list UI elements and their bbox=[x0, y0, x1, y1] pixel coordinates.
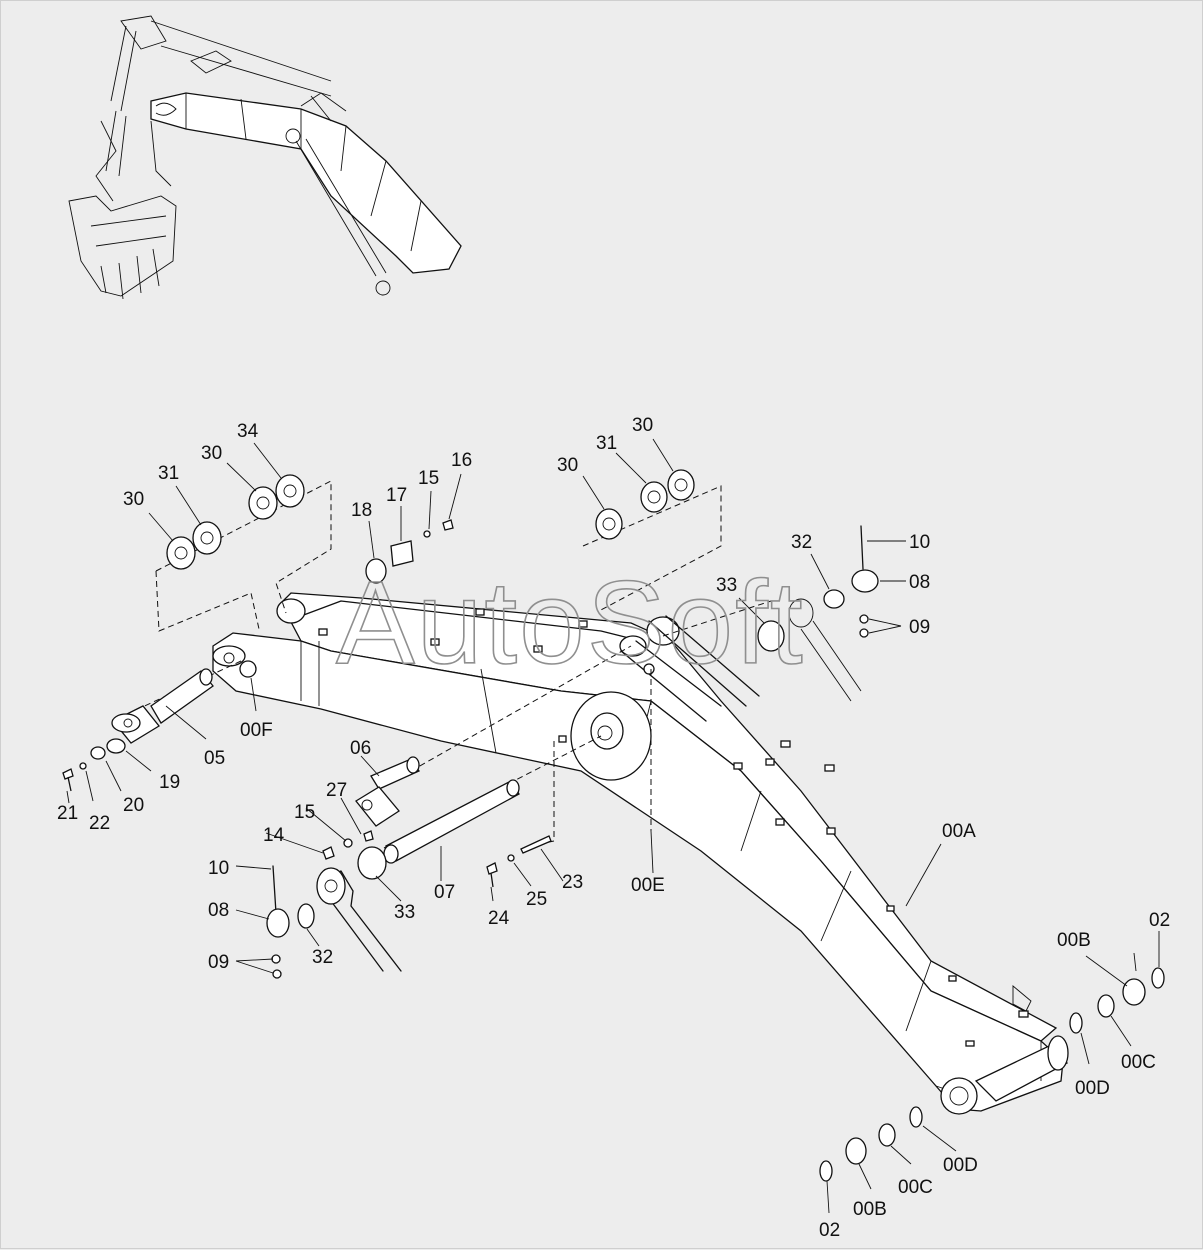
ring-32-right bbox=[823, 589, 845, 609]
bushing-00B-right bbox=[1122, 978, 1146, 1006]
pin-07 bbox=[383, 779, 520, 864]
label-09-right: 09 bbox=[909, 617, 930, 638]
nut-09-right-a bbox=[859, 614, 869, 624]
ring-32-left bbox=[297, 903, 315, 929]
label-02-right: 02 bbox=[1149, 910, 1170, 931]
label-00F: 00F bbox=[240, 720, 273, 741]
label-19: 19 bbox=[159, 772, 180, 793]
ring-02-bottom bbox=[819, 1160, 833, 1182]
shims-30-31-right bbox=[595, 469, 695, 540]
label-10-right: 10 bbox=[909, 532, 930, 553]
shim-33-top bbox=[757, 620, 785, 652]
bolt-21 bbox=[62, 768, 74, 792]
label-00B-bottom: 00B bbox=[853, 1199, 887, 1220]
label-15-mid: 15 bbox=[294, 802, 315, 823]
bolt-16 bbox=[442, 519, 454, 531]
label-15-top: 15 bbox=[418, 468, 439, 489]
label-05: 05 bbox=[204, 748, 225, 769]
label-17: 17 bbox=[386, 485, 407, 506]
bushing-00C-right bbox=[1097, 994, 1115, 1018]
ring-02-right bbox=[1151, 967, 1165, 989]
cylinder-head-ghost bbox=[788, 598, 862, 702]
label-20: 20 bbox=[123, 795, 144, 816]
nut-09-right-b bbox=[859, 628, 869, 638]
label-24: 24 bbox=[488, 908, 510, 929]
label-09-left: 09 bbox=[208, 952, 229, 973]
label-31-a: 31 bbox=[158, 463, 179, 484]
nut-09-left-a bbox=[271, 954, 281, 964]
label-22: 22 bbox=[89, 813, 110, 834]
label-00D-right: 00D bbox=[1075, 1078, 1110, 1099]
label-21: 21 bbox=[57, 803, 78, 824]
head-pin-05 bbox=[111, 668, 214, 744]
ring-18 bbox=[365, 558, 387, 584]
washer-15-top bbox=[423, 530, 431, 538]
bushing-00B-bottom bbox=[845, 1137, 867, 1165]
label-08-right: 08 bbox=[909, 572, 930, 593]
label-16: 16 bbox=[451, 450, 472, 471]
label-00C-bottom: 00C bbox=[898, 1177, 933, 1198]
plate-17 bbox=[390, 540, 414, 567]
label-00A: 00A bbox=[942, 821, 976, 842]
washer-25 bbox=[507, 854, 515, 862]
label-00E: 00E bbox=[631, 875, 665, 896]
label-31-b: 31 bbox=[596, 433, 617, 454]
label-06: 06 bbox=[350, 738, 371, 759]
label-30-c: 30 bbox=[557, 455, 578, 476]
label-30-a: 30 bbox=[123, 489, 144, 510]
bolt-24 bbox=[486, 862, 498, 888]
bolt-27 bbox=[363, 830, 374, 842]
plate-19 bbox=[106, 738, 126, 754]
label-32-left: 32 bbox=[312, 947, 333, 968]
pin-06 bbox=[355, 756, 420, 827]
label-10-left: 10 bbox=[208, 858, 229, 879]
boom-assembly-00A bbox=[212, 592, 1069, 1115]
washer-22 bbox=[79, 762, 87, 770]
label-07: 07 bbox=[434, 882, 455, 903]
label-27: 27 bbox=[326, 780, 347, 801]
label-14: 14 bbox=[263, 825, 285, 846]
label-32-right: 32 bbox=[791, 532, 812, 553]
bolt-10-left bbox=[272, 865, 277, 914]
boom-cylinder-rod-end bbox=[316, 867, 402, 972]
bushing-08-left bbox=[266, 908, 290, 938]
label-30-d: 30 bbox=[632, 415, 653, 436]
label-33-top: 33 bbox=[716, 575, 737, 596]
shim-33-mid bbox=[357, 846, 387, 880]
label-08-left: 08 bbox=[208, 900, 229, 921]
label-00B-right: 00B bbox=[1057, 930, 1091, 951]
shims-30-31-34-left bbox=[166, 474, 305, 570]
ring-00D-bottom bbox=[909, 1106, 923, 1128]
label-18: 18 bbox=[351, 500, 372, 521]
excavator-overview-thumbnail bbox=[68, 15, 462, 300]
label-34: 34 bbox=[237, 421, 259, 442]
nut-09-left-b bbox=[272, 969, 282, 979]
label-25: 25 bbox=[526, 889, 547, 910]
label-23: 23 bbox=[562, 872, 583, 893]
label-00D-bottom: 00D bbox=[943, 1155, 978, 1176]
autosoft-watermark: AutoSoft bbox=[336, 557, 805, 689]
label-02-bottom: 02 bbox=[819, 1220, 840, 1241]
plate-23 bbox=[520, 835, 552, 854]
bushing-08-right bbox=[851, 569, 879, 593]
leader-lines bbox=[66, 438, 1160, 1214]
label-33-mid: 33 bbox=[394, 902, 415, 923]
bushing-00C-bottom bbox=[878, 1123, 896, 1147]
ring-00D-right bbox=[1069, 1012, 1083, 1034]
bolt-14 bbox=[322, 846, 335, 860]
bolt-10-right bbox=[860, 525, 864, 570]
washer-20 bbox=[90, 746, 106, 760]
label-00C-right: 00C bbox=[1121, 1052, 1156, 1073]
label-30-b: 30 bbox=[201, 443, 222, 464]
part-labels: 00A 00B 00C 00D 02 00D 00C 00B 02 00E 00… bbox=[57, 415, 1170, 1241]
